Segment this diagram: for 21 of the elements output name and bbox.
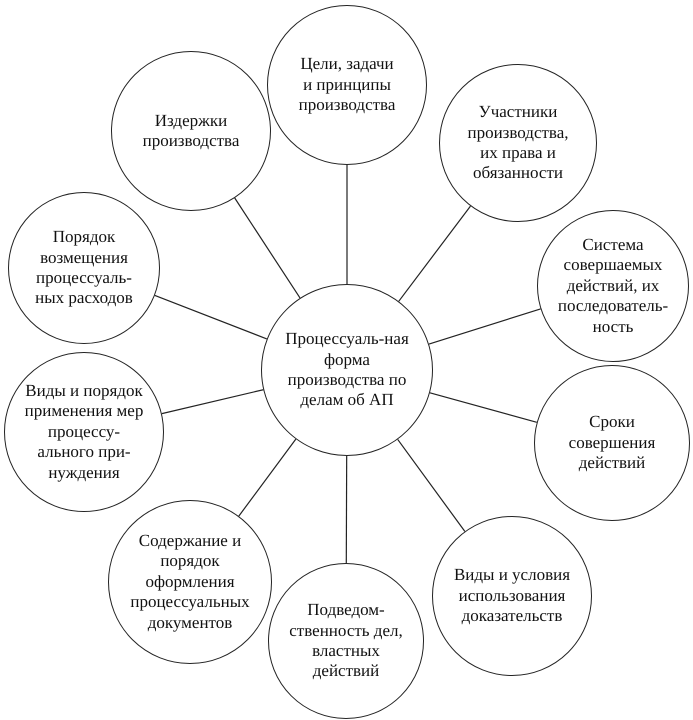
connector-line (238, 438, 296, 516)
circle-label: Виды и условия использования доказательств (452, 565, 572, 627)
connector-line (397, 439, 466, 532)
circle-label: Процессуаль-ная форма производства по делам об АП (284, 329, 410, 411)
connector-line (346, 165, 348, 284)
circle-label: Порядок возмещения процессуаль-ных расходов (34, 227, 134, 309)
circle-label: Издержки производства (142, 110, 240, 152)
connector-line (428, 308, 541, 345)
connector-line (398, 206, 471, 302)
circle-label: Подведом-ственность дел, властных действий (288, 600, 404, 682)
connector-line (346, 456, 348, 563)
circle-label: Участники производства, их права и обязанности (466, 102, 570, 184)
circle-label: Сроки совершения действий (568, 412, 656, 474)
circle-label: Виды и порядок применения мер процессу-ального при-нуждения (24, 381, 144, 483)
connector-line (154, 294, 268, 340)
connector-line (430, 392, 537, 423)
circle-label: Система совершаемых действий, их последователь-ность (556, 235, 670, 337)
connector-line (162, 389, 264, 414)
connector-line (234, 198, 300, 298)
circle-label: Цели, задачи и принципы производства (298, 54, 396, 116)
circle-label: Содержание и порядок оформления процессуальных документов (129, 531, 251, 633)
